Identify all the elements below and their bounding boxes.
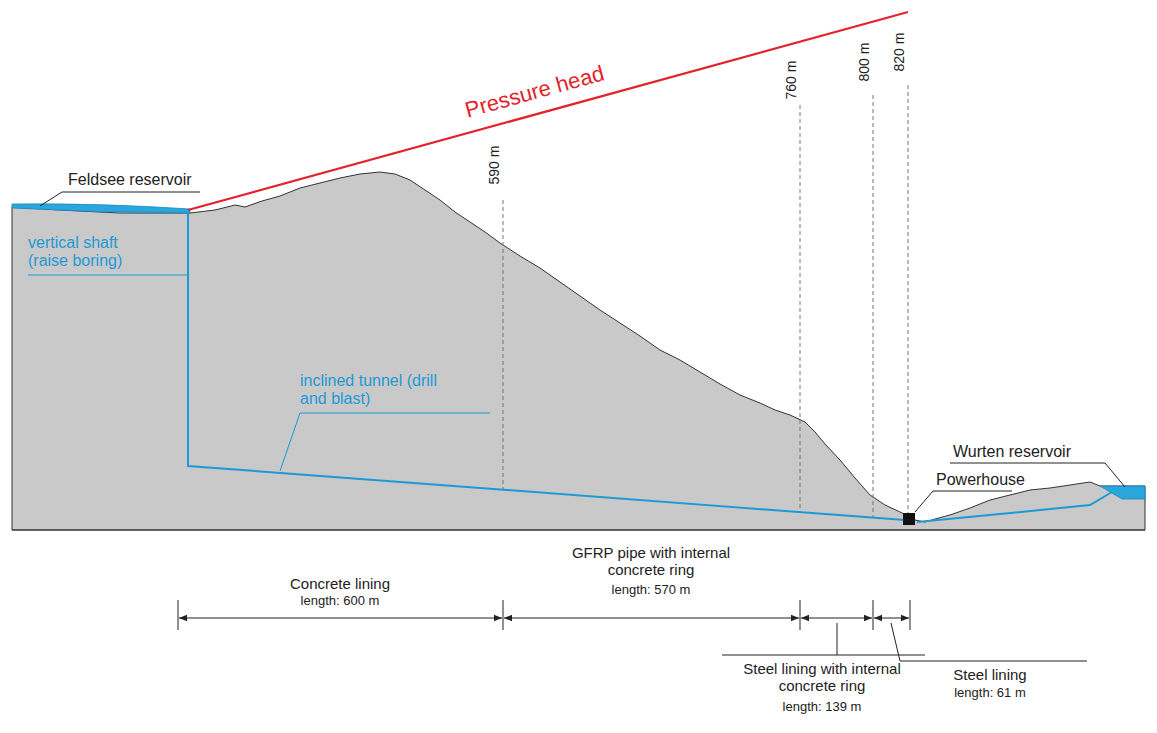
reservoir-label: Feldsee reservoir: [68, 171, 192, 189]
tunnel-label: inclined tunnel (drill and blast): [300, 372, 450, 409]
leader-lines: [28, 192, 1125, 661]
reservoir-label: Wurten reservoir: [953, 443, 1071, 461]
length-label: length: 61 m: [954, 686, 1026, 701]
ground-profile: [12, 172, 1145, 530]
station-lines: [503, 85, 908, 517]
lining-label: Steel lining: [953, 666, 1026, 683]
lining-label: Concrete lining: [290, 575, 390, 592]
lining-label: GFRP pipe with internal concrete ring: [569, 544, 734, 579]
elevation-label: 800 m: [856, 43, 872, 82]
lining-label: Steel lining with internal concrete ring: [737, 660, 907, 695]
feldsee-water: [12, 204, 190, 213]
dimension-chain: [178, 600, 910, 630]
length-label: length: 139 m: [783, 700, 862, 715]
powerhouse-symbol: [903, 513, 915, 525]
length-label: length: 600 m: [301, 594, 380, 609]
elevation-label: 820 m: [891, 33, 907, 72]
pressure-head-line: [188, 12, 908, 210]
waterway: [188, 213, 1112, 522]
base-line: [12, 530, 1145, 531]
length-label: length: 570 m: [612, 583, 691, 598]
shaft-label: vertical shaft (raise boring): [28, 234, 148, 271]
elevation-label: 590 m: [486, 146, 502, 185]
powerhouse-label: Powerhouse: [936, 471, 1025, 489]
wurten-water: [1100, 486, 1145, 499]
elevation-label: 760 m: [783, 61, 799, 100]
